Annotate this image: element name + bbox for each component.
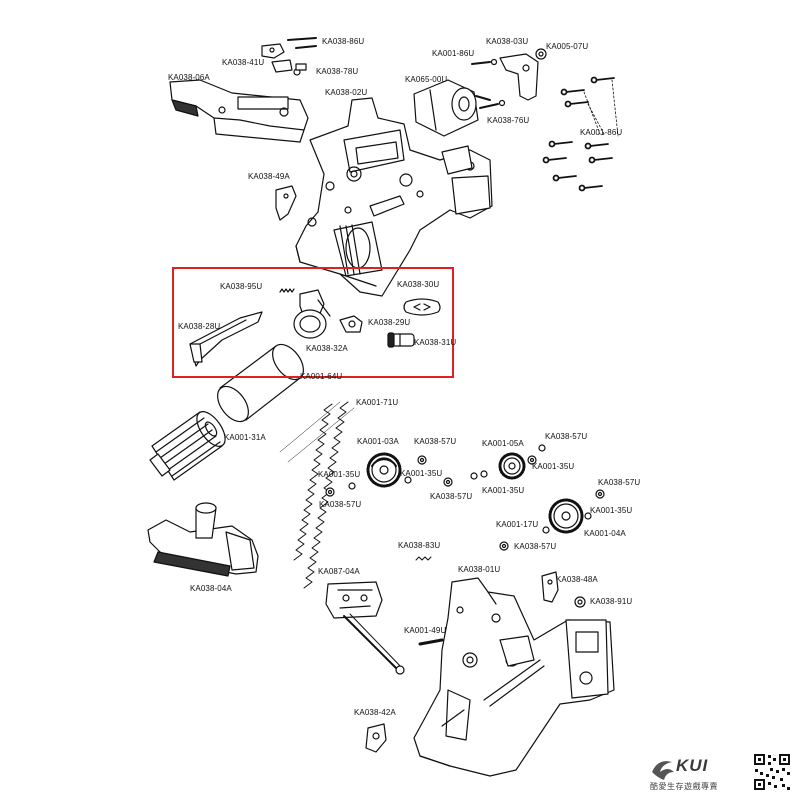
sector-gear-03a bbox=[366, 452, 402, 488]
label-ka001-17u: KA001-17U bbox=[496, 520, 539, 529]
motor-bracket-part bbox=[471, 48, 547, 109]
highlight-box bbox=[172, 267, 454, 378]
brand-logo-icon bbox=[652, 761, 674, 780]
label-ka038-57u-a: KA038-57U bbox=[414, 437, 457, 446]
label-ka038-57u-d: KA038-57U bbox=[430, 492, 473, 501]
pin-part-49u bbox=[418, 638, 444, 646]
label-ka038-91u: KA038-91U bbox=[590, 597, 633, 606]
label-ka065-00u: KA065-00U bbox=[405, 75, 448, 84]
piston-head-32a bbox=[293, 289, 331, 339]
label-ka001-64u: KA001-64U bbox=[300, 372, 343, 381]
part-42a bbox=[365, 723, 387, 753]
link-part-30u bbox=[403, 298, 441, 316]
label-ka038-86u: KA038-86U bbox=[322, 37, 365, 46]
trigger-part-49a bbox=[275, 185, 297, 221]
trigger-assembly-part bbox=[325, 581, 405, 675]
label-ka001-03a: KA001-03A bbox=[357, 437, 399, 446]
piston-part bbox=[149, 411, 226, 481]
nozzle-part-31u bbox=[387, 332, 415, 348]
label-ka001-35u-e: KA001-35U bbox=[590, 506, 633, 515]
label-ka001-35u-d: KA001-35U bbox=[482, 486, 525, 495]
label-ka038-31u: KA038-31U bbox=[414, 338, 457, 347]
label-ka001-86u-top: KA001-86U bbox=[432, 49, 475, 58]
bearings-shims bbox=[325, 444, 605, 561]
label-ka001-86u-right: KA001-86U bbox=[580, 128, 623, 137]
label-ka038-76u: KA038-76U bbox=[487, 116, 530, 125]
anti-reversal-latch-28u bbox=[189, 311, 263, 367]
lower-gearbox-shell bbox=[413, 577, 615, 777]
label-ka001-71u: KA001-71U bbox=[356, 398, 399, 407]
brand-name: KUI bbox=[676, 756, 709, 775]
label-ka038-57u-c: KA038-57U bbox=[319, 500, 362, 509]
label-ka038-78u: KA038-78U bbox=[316, 67, 359, 76]
brand-tagline: 酷愛生存遊戲專賣 bbox=[650, 782, 718, 791]
label-ka038-28u: KA038-28U bbox=[178, 322, 221, 331]
label-ka038-32a: KA038-32A bbox=[306, 344, 348, 353]
label-ka001-05a: KA001-05A bbox=[482, 439, 524, 448]
label-ka001-35u-a: KA001-35U bbox=[318, 470, 361, 479]
label-ka038-83u: KA038-83U bbox=[398, 541, 441, 550]
upper-gearbox-shell bbox=[295, 97, 493, 297]
label-ka038-04a: KA038-04A bbox=[190, 584, 232, 593]
label-ka087-04a: KA087-04A bbox=[318, 567, 360, 576]
label-ka001-35u-c: KA001-35U bbox=[532, 462, 575, 471]
tappet-part-29u bbox=[339, 315, 363, 333]
label-ka038-48a: KA038-48A bbox=[556, 575, 598, 584]
small-latch-parts bbox=[261, 37, 317, 76]
main-spring-part bbox=[279, 401, 355, 589]
spur-gear-05a bbox=[498, 452, 526, 480]
screw-cluster-part bbox=[542, 76, 619, 192]
label-ka038-06a: KA038-06A bbox=[168, 73, 210, 82]
label-ka005-07u: KA005-07U bbox=[546, 42, 589, 51]
label-ka038-30u: KA038-30U bbox=[397, 280, 440, 289]
cylinder-part bbox=[217, 343, 304, 423]
label-ka038-95u: KA038-95U bbox=[220, 282, 263, 291]
label-ka001-04a: KA001-04A bbox=[584, 529, 626, 538]
label-ka038-57u-e: KA038-57U bbox=[598, 478, 641, 487]
clip-part-91u bbox=[574, 596, 586, 608]
label-ka038-29u: KA038-29U bbox=[368, 318, 411, 327]
part-48a bbox=[541, 571, 559, 603]
selector-plate-part bbox=[169, 79, 309, 143]
label-ka038-41u: KA038-41U bbox=[222, 58, 265, 67]
label-ka038-02u: KA038-02U bbox=[325, 88, 368, 97]
motor-cage-part bbox=[413, 79, 491, 137]
bevel-gear-04a bbox=[548, 498, 584, 534]
label-ka038-57u-f: KA038-57U bbox=[514, 542, 557, 551]
label-ka001-35u-b: KA001-35U bbox=[400, 469, 443, 478]
label-ka001-49u: KA001-49U bbox=[404, 626, 447, 635]
tappet-spring-95u bbox=[279, 288, 295, 293]
spring-guide-part bbox=[147, 502, 259, 577]
label-ka038-49a: KA038-49A bbox=[248, 172, 290, 181]
label-ka038-01u: KA038-01U bbox=[458, 565, 501, 574]
label-ka001-31a: KA001-31A bbox=[224, 433, 266, 442]
label-ka038-03u: KA038-03U bbox=[486, 37, 529, 46]
label-ka038-42a: KA038-42A bbox=[354, 708, 396, 717]
qr-code-icon bbox=[752, 752, 792, 792]
label-ka038-57u-b: KA038-57U bbox=[545, 432, 588, 441]
